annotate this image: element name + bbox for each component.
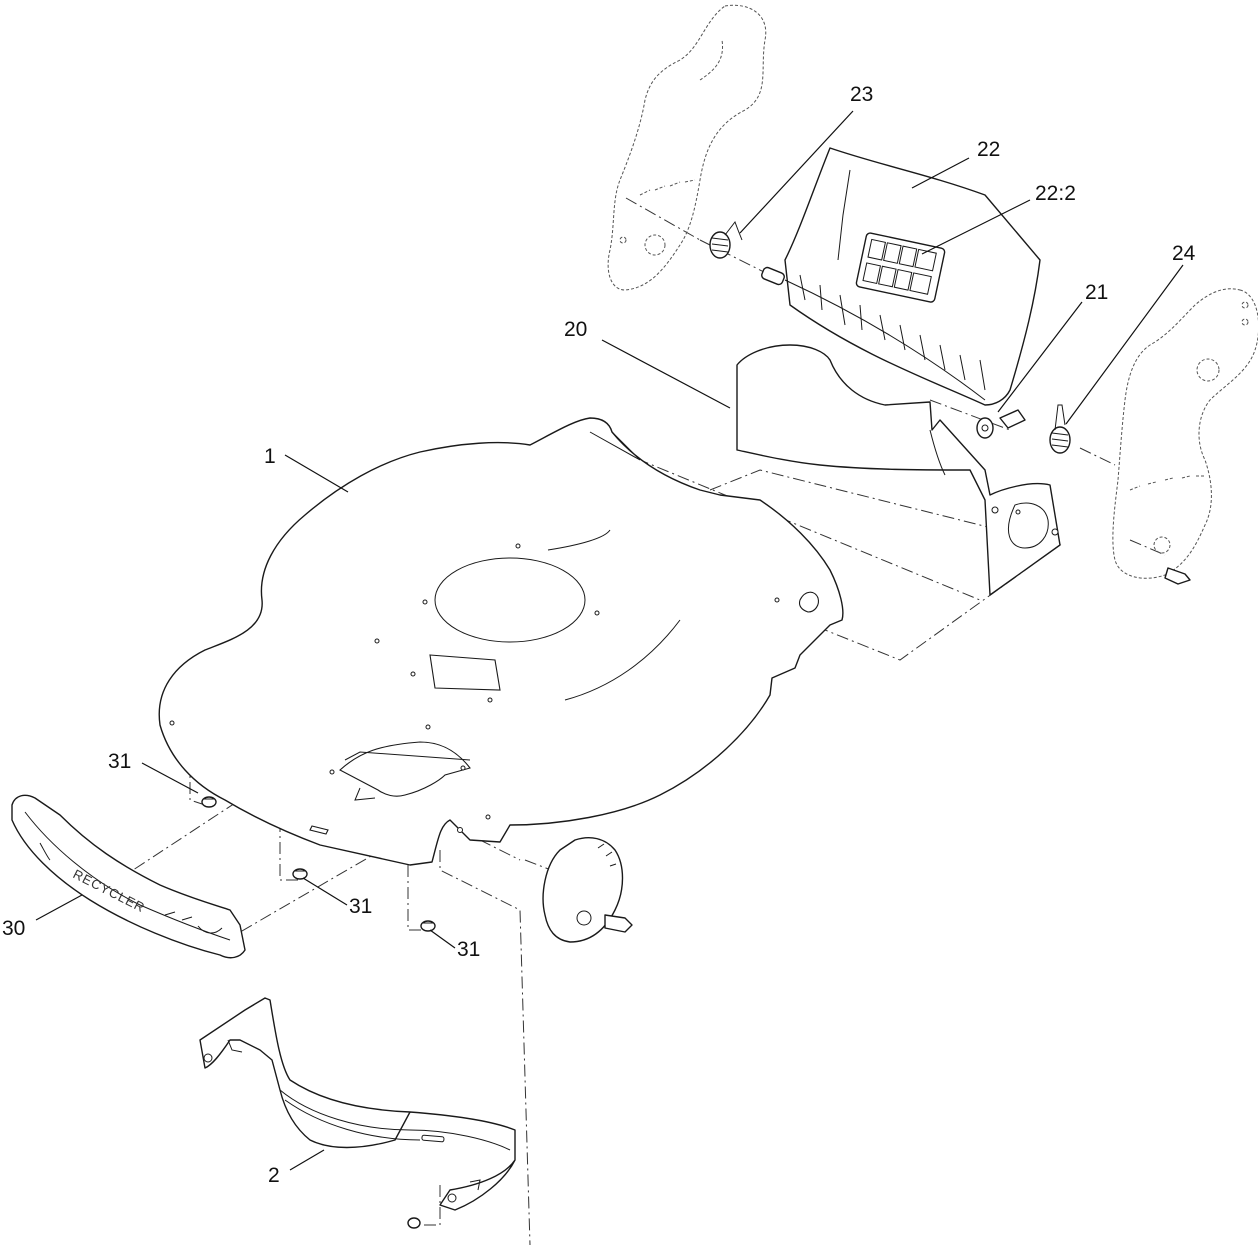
left-height-adjust-plate <box>607 4 767 291</box>
callout-23: 23 <box>850 83 873 106</box>
callout-31-a: 31 <box>108 750 131 773</box>
callout-30: 30 <box>2 917 25 940</box>
callout-labels: 1 2 20 21 22 22:2 23 24 30 31 31 31 <box>2 83 1196 1187</box>
callout-21: 21 <box>1085 281 1108 304</box>
rear-door-part-20 <box>736 344 1061 596</box>
callout-24: 24 <box>1172 242 1196 265</box>
callout-20: 20 <box>564 318 587 341</box>
bolt-part-31-c <box>420 920 436 932</box>
discharge-opening <box>339 741 471 797</box>
front-bracket-part-2 <box>199 997 516 1211</box>
bushing-part-21 <box>976 409 1026 439</box>
bolt-part-31-b <box>292 868 308 880</box>
spring-part-24 <box>1049 404 1071 454</box>
deck-part-1 <box>158 417 844 866</box>
bolt-front-plate <box>604 914 633 933</box>
bolt-part-31-a <box>201 796 217 808</box>
callout-1: 1 <box>264 445 276 468</box>
callout-31-b: 31 <box>349 895 372 918</box>
callout-22: 22 <box>977 138 1000 161</box>
spring-part-23 <box>709 220 743 259</box>
deck-opening <box>429 654 501 691</box>
callout-2: 2 <box>268 1164 280 1187</box>
front-wheel-height-plate <box>542 837 633 943</box>
bolt-right-plate <box>1164 567 1191 585</box>
right-height-adjust-plate <box>1112 288 1258 585</box>
leader-lines <box>35 110 1184 1171</box>
nut-bracket <box>407 1217 421 1229</box>
front-bumper-part-30: RECYCLER <box>11 794 246 959</box>
callout-31-c: 31 <box>457 938 480 961</box>
callout-22-2: 22:2 <box>1035 182 1076 205</box>
decal-part-22-2 <box>855 232 946 303</box>
